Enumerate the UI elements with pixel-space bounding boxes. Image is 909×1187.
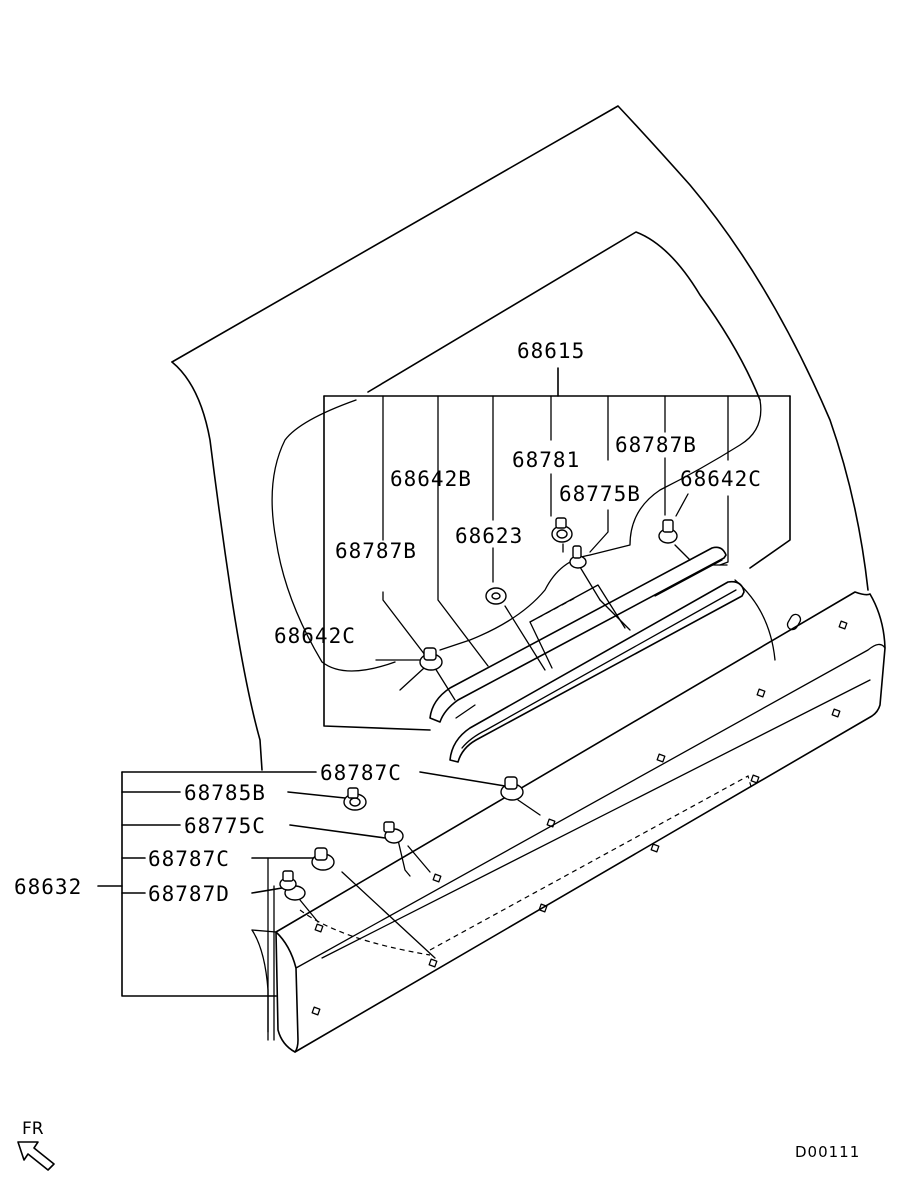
clip-68775b	[569, 545, 587, 569]
label-68623: 68623	[455, 524, 523, 548]
label-68632: 68632	[14, 875, 82, 899]
upper-garnish	[429, 546, 745, 763]
clip-68787c-top	[500, 776, 524, 801]
drawing-id: D00111	[795, 1143, 860, 1161]
front-arrow-icon	[17, 1141, 55, 1171]
front-direction-indicator: FR	[17, 1119, 55, 1171]
callout-labels: 68615 68781 68787B 68642C 68775B 68642B …	[14, 339, 762, 906]
label-68642c-left: 68642C	[274, 624, 356, 648]
label-68787c-top: 68787C	[320, 761, 402, 785]
label-68642b: 68642B	[390, 467, 472, 491]
label-68787c-mid: 68787C	[148, 847, 230, 871]
clip-68775c	[383, 821, 404, 844]
label-68775c: 68775C	[184, 814, 266, 838]
label-68787d: 68787D	[148, 882, 230, 906]
clip-68623	[485, 587, 507, 605]
label-68787b-right: 68787B	[615, 433, 697, 457]
label-68615: 68615	[517, 339, 585, 363]
front-label: FR	[22, 1119, 44, 1139]
label-68775b: 68775B	[559, 482, 641, 506]
clip-parts	[279, 517, 678, 901]
clip-68787c-mid	[311, 847, 335, 871]
clip-68787b-left	[419, 647, 443, 671]
leader-lines	[97, 457, 729, 1041]
label-68781: 68781	[512, 448, 580, 472]
lower-garnish	[251, 591, 886, 1053]
clip-68781	[551, 517, 573, 543]
assembly-68615-bracket	[323, 367, 791, 731]
clip-68787b-right	[658, 519, 678, 544]
clip-68787d	[279, 870, 306, 901]
label-68642c-right: 68642C	[680, 467, 762, 491]
clip-68785b	[343, 787, 367, 811]
label-68787b-left: 68787B	[335, 539, 417, 563]
tailgate-outline	[171, 105, 869, 771]
label-68785b: 68785B	[184, 781, 266, 805]
